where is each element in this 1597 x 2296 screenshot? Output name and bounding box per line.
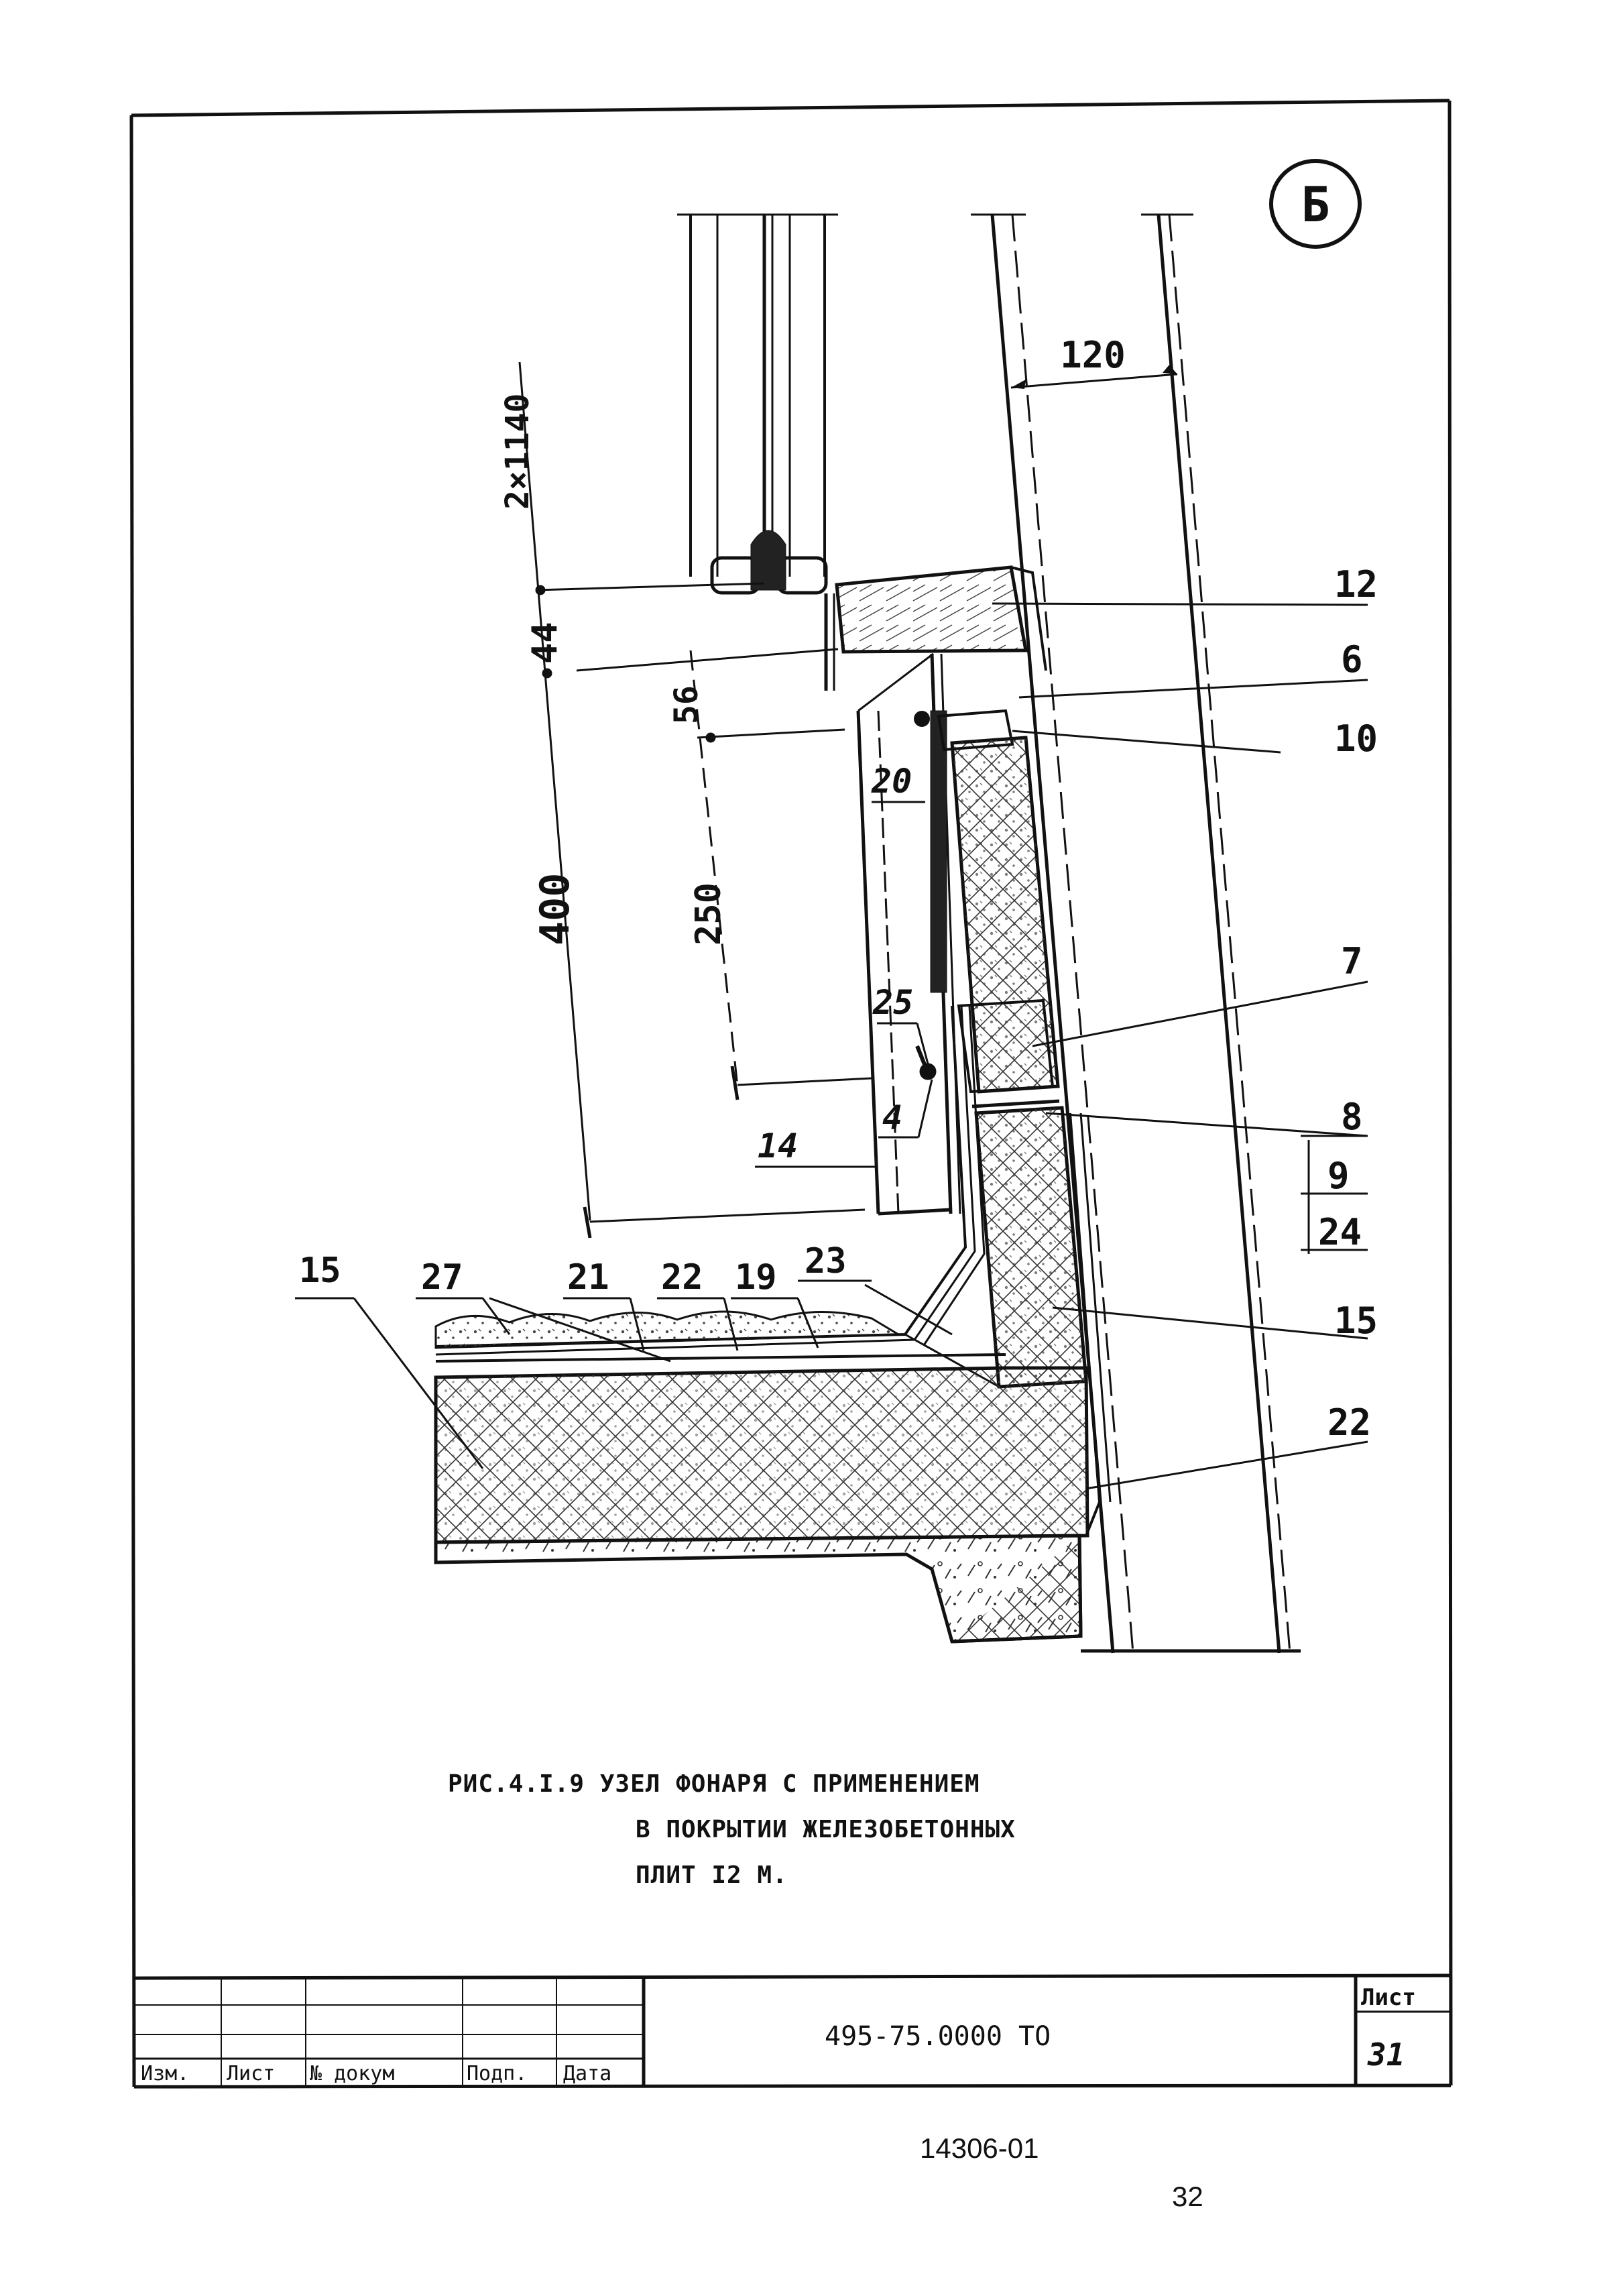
dim-56-label: 56 [668, 685, 705, 724]
dim-44-label: 44 [525, 622, 565, 664]
callout-21: 21 [567, 1257, 609, 1298]
doc-code: 495-75.0000 ТО [825, 2021, 1051, 2052]
leaders-roof [295, 1279, 953, 1469]
callout-10: 10 [1334, 718, 1378, 760]
title-block [133, 1973, 1452, 2087]
top-beam [835, 565, 1047, 671]
callout-4: 4 [882, 1098, 902, 1137]
callout-6: 6 [1341, 638, 1363, 681]
header-izm: Изм. [141, 2062, 189, 2085]
section-mark: Б [1269, 159, 1362, 249]
archive-number: 14306-01 [920, 2132, 1039, 2164]
window-frame [677, 213, 838, 691]
leaders-left [755, 801, 933, 1168]
caption-line-3: ПЛИТ I2 М. [636, 1861, 788, 1889]
callout-15-right: 15 [1334, 1300, 1378, 1342]
dim-250-label: 250 [689, 882, 729, 945]
header-sign: Подп. [467, 2062, 527, 2085]
concrete-slab [434, 1534, 1301, 1653]
header-list: Лист [227, 2062, 275, 2085]
insulation-lower [974, 1106, 1088, 1389]
callout-23: 23 [805, 1241, 847, 1281]
header-date: Дата [563, 2062, 611, 2085]
callout-22-roof: 22 [661, 1257, 703, 1298]
page-number: 32 [1172, 2181, 1203, 2212]
insulation-upper [914, 709, 1060, 1094]
callout-7: 7 [1341, 940, 1363, 982]
section-mark-letter: Б [1301, 176, 1329, 233]
callouts-roof: 15 27 21 22 19 23 [299, 1241, 847, 1298]
caption-line-1: РИС.4.I.9 УЗЕЛ ФОНАРЯ С ПРИМЕНЕНИЕМ [448, 1770, 980, 1798]
roof-insulation [434, 1366, 1089, 1544]
callout-22-right: 22 [1327, 1401, 1371, 1444]
title-block-text: Изм. Лист № докум Подп. Дата 495-75.0000… [141, 1984, 1416, 2085]
callout-19: 19 [735, 1257, 777, 1298]
sheet-frame [129, 99, 1453, 2089]
callout-12: 12 [1334, 563, 1378, 606]
callout-20: 20 [871, 762, 912, 801]
callout-24: 24 [1318, 1211, 1362, 1253]
sheet-label: Лист [1361, 1984, 1416, 2011]
dim-400-label: 400 [532, 873, 579, 945]
callout-15-roof: 15 [299, 1251, 341, 1291]
callout-27: 27 [421, 1257, 463, 1298]
bracket [915, 998, 1060, 1108]
sheet-number: 31 [1367, 2036, 1405, 2073]
callouts-left: 20 25 4 14 [758, 762, 913, 1165]
callout-14: 14 [758, 1127, 798, 1165]
dim-120-label: 120 [1060, 334, 1126, 376]
parapet-board [856, 652, 961, 1216]
callout-25: 25 [872, 983, 913, 1022]
dimension-chain-left [518, 361, 872, 1239]
callouts-right: 12 6 10 7 8 9 24 15 22 [1318, 563, 1378, 1444]
dim-2x1140-label: 2×1140 [499, 394, 536, 510]
dimension-120: 120 [1010, 334, 1178, 389]
header-doc: № докум [310, 2062, 394, 2085]
leaders-right [992, 602, 1368, 1490]
callout-8: 8 [1341, 1096, 1363, 1138]
caption-line-2: В ПОКРЫТИИ ЖЕЛЕЗОБЕТОННЫХ [636, 1816, 1016, 1843]
callout-9: 9 [1327, 1155, 1350, 1197]
